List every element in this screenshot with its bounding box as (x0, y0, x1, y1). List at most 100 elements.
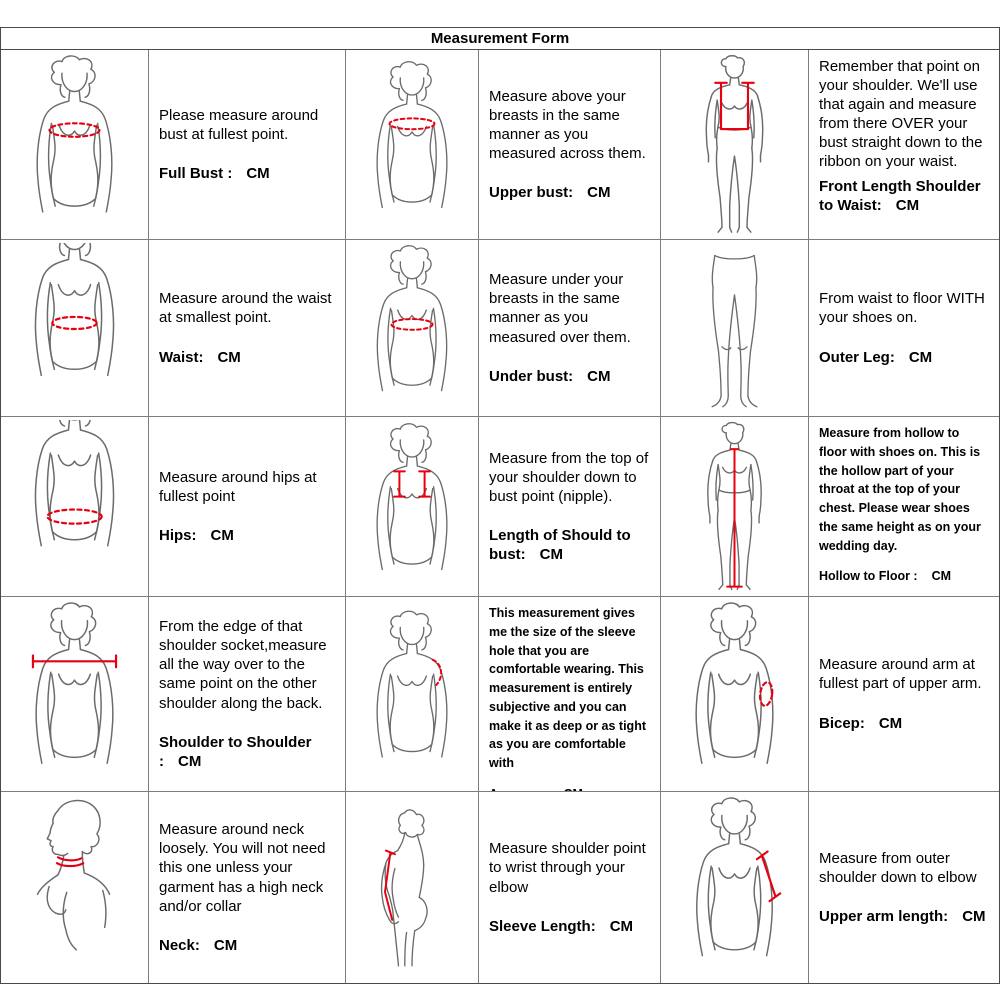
instruction-cell: Measure from the top of your shoulder do… (479, 417, 661, 597)
form-title: Measurement Form (1, 28, 999, 50)
measurement-unit: CM (587, 367, 611, 385)
measurement-unit: CM (878, 714, 903, 732)
figure-cell (346, 50, 479, 240)
instruction-cell: Measure around neck loosely. You will no… (149, 792, 346, 983)
figure-cell (1, 597, 149, 792)
measurement-label: Length of Should to bust:CM (489, 526, 650, 564)
measurement-name: Upper bust: (489, 184, 574, 202)
instruction-cell: Please measure around bust at fullest po… (149, 50, 346, 240)
instruction-text: This measurement gives me the size of th… (489, 606, 646, 770)
measurement-name: Shoulder to Shoulder : (159, 733, 312, 770)
measurement-name: Sleeve Length: (489, 917, 596, 935)
instruction-cell: From the edge of that shoulder socket,me… (149, 597, 346, 792)
neck-figure (36, 799, 111, 951)
instruction-cell: Measure around hips at fullest point Hip… (149, 417, 346, 597)
measurement-name: Hips: (159, 527, 197, 545)
measurement-name: Full Bust : (159, 165, 233, 183)
measurement-label: Shoulder to Shoulder :CM (159, 733, 335, 771)
measurement-label: Neck: CM (159, 936, 335, 955)
instruction-text: Remember that point on your shoulder. We… (819, 58, 983, 171)
figure-cell (346, 240, 479, 417)
measurement-label: Upper arm length:CM (819, 907, 989, 926)
bicep-figure (695, 602, 774, 765)
measurement-label: Front Length Shoulder to Waist:CM (819, 177, 989, 215)
hips-figure (34, 420, 115, 547)
instruction-text: Measure around hips at fullest point (159, 468, 317, 505)
measurement-label: Hollow to Floor : CM (819, 567, 989, 586)
measurement-label: Hips: CM (159, 526, 335, 545)
waist-figure (34, 243, 115, 377)
figure-cell (346, 792, 479, 983)
instruction-cell: Measure from outer shoulder down to elbo… (809, 792, 999, 983)
measurement-unit: CM (539, 546, 563, 564)
figure-cell (1, 50, 149, 240)
measurement-grid: Please measure around bust at fullest po… (1, 50, 999, 983)
measurement-unit: CM (563, 787, 582, 791)
outer-leg-figure (711, 254, 758, 408)
upper-bust-figure (376, 61, 448, 209)
instruction-text: Measure around arm at fullest part of up… (819, 656, 982, 693)
instruction-cell: Remember that point on your shoulder. We… (809, 50, 999, 240)
instruction-cell: Measure under your breasts in the same m… (479, 240, 661, 417)
measurement-unit: CM (246, 165, 270, 183)
figure-cell (661, 597, 809, 792)
measurement-name: Length of Should to bust: (489, 527, 631, 564)
measurement-label: Arms eye: CM (489, 785, 650, 791)
measurement-unit: CM (178, 752, 202, 770)
measurement-label: Full Bust : CM (159, 164, 335, 183)
front-length-shoulder-to-waist-figure (705, 55, 764, 233)
instruction-text: Measure from outer shoulder down to elbo… (819, 849, 977, 886)
measurement-label: Sleeve Length:CM (489, 917, 650, 936)
instruction-text: Measure from the top of your shoulder do… (489, 449, 649, 505)
measurement-name: Waist: (159, 348, 204, 366)
measurement-unit: CM (931, 569, 952, 584)
hollow-to-floor-figure (707, 421, 762, 591)
instruction-text: From waist to floor WITH your shoes on. (819, 290, 985, 327)
measurement-unit: CM (587, 184, 611, 202)
measurement-form-sheet: Measurement Form Please measure around b… (0, 27, 1000, 984)
figure-cell (346, 597, 479, 792)
instruction-text: Please measure around bust at fullest po… (159, 106, 319, 143)
figure-cell (661, 240, 809, 417)
measurement-name: Front Length Shoulder to Waist: (819, 178, 981, 215)
measurement-name: Hollow to Floor : (819, 569, 918, 584)
under-bust-figure (376, 245, 448, 392)
measurement-unit: CM (213, 936, 238, 954)
measurement-label: Under bust: CM (489, 367, 650, 386)
measurement-unit: CM (217, 348, 241, 366)
measurement-label: Waist: CM (159, 348, 335, 367)
instruction-cell: Measure above your breasts in the same m… (479, 50, 661, 240)
figure-cell (661, 792, 809, 983)
figure-cell (1, 792, 149, 983)
measurement-name: Upper arm length: (819, 908, 949, 926)
arms-eye-figure (376, 610, 448, 758)
measurement-name: Under bust: (489, 367, 574, 385)
instruction-cell: Measure shoulder point to wrist through … (479, 792, 661, 983)
full-bust-figure (36, 55, 113, 213)
measurement-label: Upper bust: CM (489, 183, 650, 202)
figure-cell (346, 417, 479, 597)
shoulder-to-bust-figure (376, 423, 448, 571)
instruction-cell: Measure around the waist at smallest poi… (149, 240, 346, 417)
measurement-name: Outer Leg: (819, 348, 895, 366)
instruction-cell: Measure around arm at fullest part of up… (809, 597, 999, 792)
instruction-text: Measure from hollow to floor with shoes … (819, 426, 981, 553)
measurement-unit: CM (908, 348, 933, 366)
instruction-text: Measure under your breasts in the same m… (489, 271, 631, 346)
instruction-text: Measure around the waist at smallest poi… (159, 290, 332, 327)
instruction-text: Measure around neck loosely. You will no… (159, 821, 326, 915)
instruction-text: Measure shoulder point to wrist through … (489, 840, 646, 896)
measurement-unit: CM (895, 197, 920, 215)
upper-arm-length-figure (696, 797, 782, 957)
measurement-name: Arms eye: (489, 787, 549, 791)
instruction-cell: This measurement gives me the size of th… (479, 597, 661, 792)
instruction-cell: From waist to floor WITH your shoes on. … (809, 240, 999, 417)
measurement-name: Neck: (159, 936, 200, 954)
figure-cell (661, 50, 809, 240)
instruction-text: From the edge of that shoulder socket,me… (159, 618, 327, 712)
sleeve-length-figure (380, 809, 428, 967)
measurement-unit: CM (210, 527, 234, 545)
instruction-text: Measure above your breasts in the same m… (489, 87, 646, 163)
measurement-label: Outer Leg: CM (819, 348, 989, 367)
